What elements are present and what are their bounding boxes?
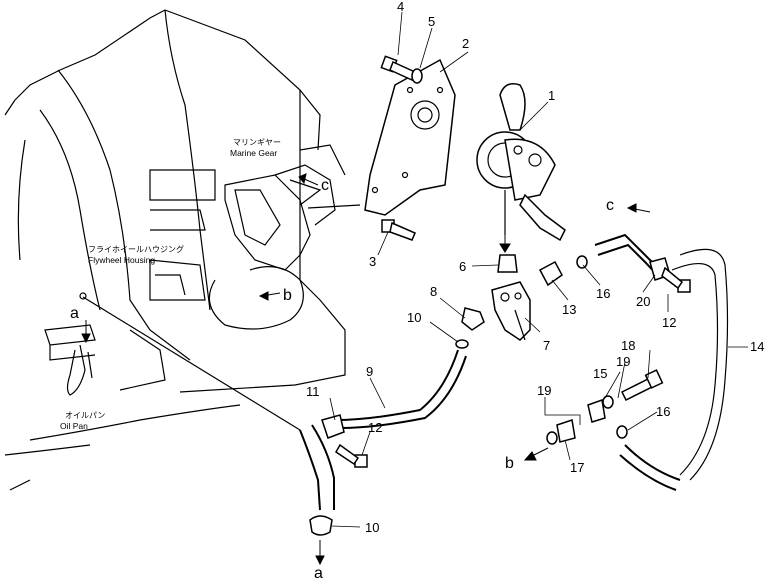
letter-b-right: b [505, 455, 514, 472]
callout-13: 13 [562, 302, 576, 317]
bolt-18 [620, 369, 664, 402]
callout-15: 15 [593, 366, 607, 381]
washer-16-top [576, 255, 588, 269]
hose-16-lower [624, 444, 681, 481]
fitting-6 [497, 254, 518, 273]
elbow-8 [461, 307, 485, 331]
letter-c-right: c [606, 197, 614, 214]
flywheel-housing-jp-label: フライホイールハウジング [88, 244, 184, 254]
washer-5 [411, 68, 423, 84]
washer-19-left [546, 431, 558, 445]
bolt-12-left [335, 443, 368, 468]
bolt-4 [380, 55, 416, 82]
callout-5: 5 [428, 14, 435, 29]
callout-20: 20 [636, 294, 650, 309]
callout-3: 3 [369, 254, 376, 269]
callout-1: 1 [548, 88, 555, 103]
mounting-plate [364, 58, 456, 216]
hose-14 [679, 248, 729, 481]
oil-pan-hose [66, 344, 86, 396]
bolt-3 [381, 219, 416, 241]
letter-a-top: a [70, 305, 79, 322]
callout-12-left: 12 [368, 420, 382, 435]
callout-6: 6 [459, 259, 466, 274]
callout-9: 9 [366, 364, 373, 379]
flywheel-housing-en-label: Flywheel Housing [88, 255, 155, 265]
callout-8: 8 [430, 284, 437, 299]
callout-2: 2 [462, 36, 469, 51]
letter-a-bottom: a [314, 565, 323, 582]
marine-gear-jp-label: マリンギヤー [233, 138, 281, 147]
marine-gear-en-label: Marine Gear [230, 148, 277, 158]
callout-17: 17 [570, 460, 584, 475]
oil-pan-jp-label: オイルパン [65, 411, 105, 420]
hose-c [594, 233, 656, 266]
callout-12-right: 12 [662, 315, 676, 330]
letter-b-left: b [283, 287, 292, 304]
engine-block [4, 9, 346, 491]
callout-14: 14 [750, 339, 764, 354]
letter-c-left: c [321, 177, 329, 194]
cap-10 [309, 515, 333, 536]
fitting-17 [556, 419, 576, 443]
callout-4: 4 [397, 0, 404, 14]
washer-10-top [455, 339, 469, 349]
washer-19-right [602, 395, 614, 409]
fitting-15 [587, 398, 606, 423]
direction-arrows [81, 173, 651, 566]
callout-16-top: 16 [596, 286, 610, 301]
fitting-13 [538, 260, 563, 287]
callout-16-bottom: 16 [656, 404, 670, 419]
valve-body-7 [491, 281, 531, 341]
callout-18: 18 [621, 338, 635, 353]
leader-lines [329, 11, 748, 528]
hose-loop-b [208, 266, 304, 330]
hose-11 [299, 429, 321, 511]
hose-9 [334, 349, 459, 421]
oil-pan-en-label: Oil Pan [60, 421, 88, 431]
callout-10-bottom: 10 [365, 520, 379, 535]
callout-11: 11 [306, 384, 320, 399]
callout-19-left: 19 [537, 383, 551, 398]
callout-19-right: 19 [616, 354, 630, 369]
washer-16-lower [616, 425, 628, 439]
callout-7: 7 [543, 338, 550, 353]
marine-gear-bracket [224, 144, 361, 271]
tie-line-a [82, 296, 301, 431]
feed-pump [476, 83, 566, 242]
callout-10-top: 10 [407, 310, 421, 325]
bolt-12-right [661, 266, 691, 293]
